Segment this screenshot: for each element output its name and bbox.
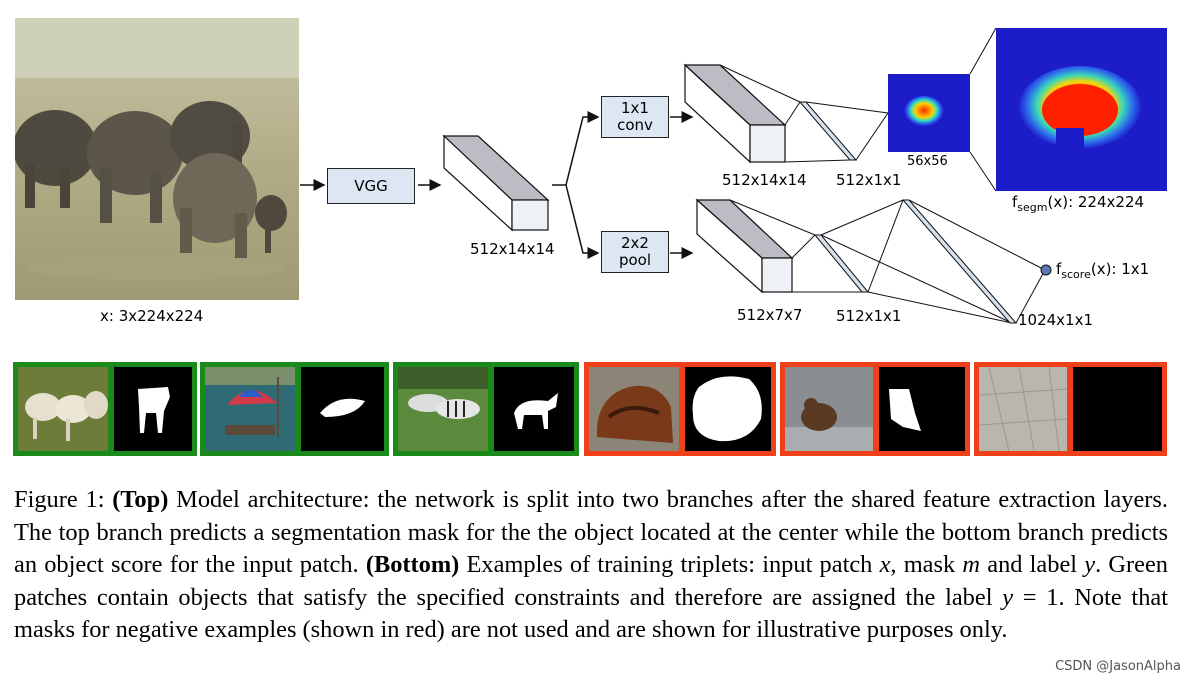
score-label-suffix: (x): 1x1 — [1090, 260, 1150, 278]
score-label: fscore(x): 1x1 — [1056, 260, 1149, 281]
caption-var-y: y — [1084, 551, 1096, 579]
input-image — [15, 18, 299, 300]
example-pair-pavement — [974, 362, 1167, 456]
small-map-label: 56x56 — [907, 154, 948, 169]
example-pair-umbrella — [200, 362, 389, 456]
segm-label: fsegm(x): 224x224 — [1012, 193, 1144, 214]
segm-label-suffix: (x): 224x224 — [1047, 193, 1145, 211]
figure-caption: Figure 1: (Top) Model architecture: the … — [14, 484, 1168, 647]
example-image-backpack — [589, 367, 771, 451]
example-image-bear — [785, 367, 965, 451]
conv-label-line1: 1x1 — [621, 99, 649, 117]
shared-feature-block — [442, 134, 550, 232]
architecture-connectors — [300, 27, 1052, 324]
bottom-block-label: 512x7x7 — [737, 306, 803, 324]
small-segmentation-map — [888, 74, 970, 152]
pool-label-line2: pool — [618, 251, 652, 269]
bottom-vector-label: 512x1x1 — [836, 307, 902, 325]
pool-box: 2x2 pool — [601, 231, 669, 273]
segm-label-prefix: f — [1012, 193, 1018, 211]
caption-top-bold: (Top) — [112, 486, 169, 513]
score-label-sub: score — [1061, 268, 1091, 281]
watermark: CSDN @JasonAlpha — [1055, 659, 1181, 674]
conv-label-line2: conv — [617, 116, 653, 134]
caption-part3: , mask — [890, 551, 963, 579]
example-pair-backpack — [584, 362, 776, 456]
conv-box: 1x1 conv — [601, 96, 669, 138]
score-label-prefix: f — [1056, 260, 1062, 278]
caption-part5: . Green patches contain objects that sat… — [14, 551, 1168, 611]
top-vector-label: 512x1x1 — [836, 171, 902, 189]
caption-var-y2: y — [1002, 583, 1014, 611]
large-segmentation-map — [996, 28, 1167, 191]
example-image-zebras — [398, 367, 574, 451]
caption-part2: Examples of training triplets: input pat… — [459, 551, 880, 579]
example-pair-zebras — [393, 362, 579, 456]
example-pair-sheep — [13, 362, 197, 456]
shared-feature-label: 512x14x14 — [470, 240, 555, 258]
example-image-sheep — [18, 367, 192, 451]
input-label: x: 3x224x224 — [100, 307, 204, 325]
fc-label: 1024x1x1 — [1018, 311, 1094, 329]
segm-label-sub: segm — [1017, 201, 1048, 214]
example-image-umbrella — [205, 367, 384, 451]
caption-part6: = 1. Note that masks for negative exampl… — [14, 583, 1168, 644]
caption-var-m: m — [962, 551, 981, 579]
top-block-label: 512x14x14 — [722, 171, 807, 189]
caption-fig: Figure 1: — [14, 486, 113, 513]
vgg-box: VGG — [327, 168, 415, 204]
example-pair-bear — [780, 362, 970, 456]
caption-var-x: x — [879, 551, 891, 579]
pool-label-line1: 2x2 — [621, 234, 649, 252]
example-image-pavement — [979, 367, 1162, 451]
caption-bottom-bold: (Bottom) — [365, 551, 460, 579]
caption-part4: and label — [980, 551, 1085, 579]
caption-part1: Model architecture: the network is split… — [14, 486, 1168, 579]
